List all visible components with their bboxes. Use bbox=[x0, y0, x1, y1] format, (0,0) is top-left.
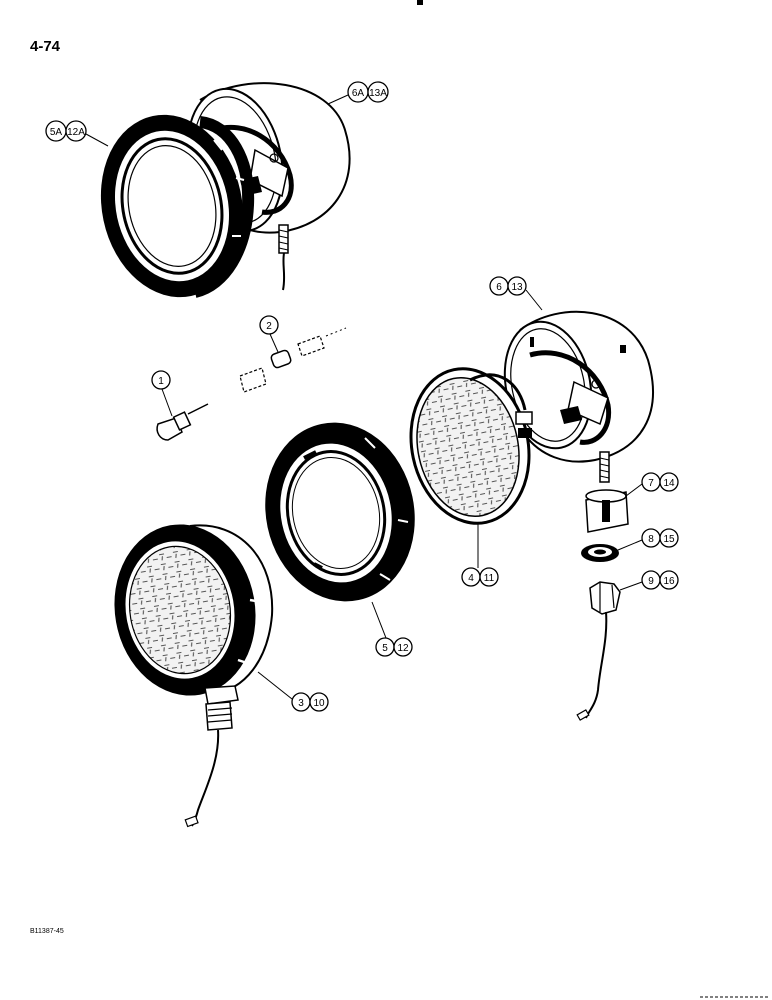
callout-9-16: 9 16 bbox=[619, 570, 679, 591]
callout-4-11: 4 11 bbox=[461, 522, 499, 587]
callout-label: 16 bbox=[663, 576, 675, 587]
callout-label: 6 bbox=[496, 282, 502, 293]
callout-label: 10 bbox=[313, 698, 325, 709]
callout-label: 3 bbox=[298, 698, 304, 709]
callout-label: 15 bbox=[663, 534, 675, 545]
bezel-ring-upper bbox=[100, 114, 255, 298]
callout-label: 6A bbox=[352, 88, 365, 99]
mounting-nut bbox=[585, 489, 629, 533]
callout-7-14: 7 14 bbox=[625, 472, 679, 497]
hex-nut-wire bbox=[576, 581, 621, 721]
socket-connector bbox=[239, 327, 347, 393]
callout-1: 1 bbox=[151, 370, 173, 417]
callout-2: 2 bbox=[259, 315, 279, 353]
callout-label: 13A bbox=[369, 88, 387, 99]
callout-8-15: 8 15 bbox=[617, 528, 679, 551]
top-edge-mark bbox=[417, 0, 423, 5]
callout-label: 12 bbox=[397, 643, 409, 654]
sealed-beam-lamp bbox=[409, 367, 533, 525]
callout-label: 14 bbox=[663, 478, 675, 489]
callout-label: 2 bbox=[266, 321, 272, 332]
callout-label: 11 bbox=[484, 573, 495, 584]
rear-housing-lower bbox=[503, 310, 654, 483]
callout-label: 5A bbox=[50, 127, 63, 138]
bezel-ring-lower bbox=[265, 422, 415, 602]
callout-label: 5 bbox=[382, 643, 388, 654]
callout-label: 12A bbox=[67, 127, 85, 138]
callout-label: 4 bbox=[468, 573, 474, 584]
callout-6a-13a: 6A 13A bbox=[327, 81, 389, 105]
callout-label: 13 bbox=[511, 282, 523, 293]
bulb bbox=[156, 403, 209, 441]
page-number: 4-74 bbox=[30, 38, 61, 55]
assembled-lamp bbox=[114, 524, 274, 828]
lock-washer bbox=[581, 544, 619, 562]
callout-5a-12a: 5A 12A bbox=[45, 120, 109, 147]
callout-6-13: 6 13 bbox=[489, 276, 543, 311]
callout-3-10: 3 10 bbox=[257, 671, 329, 712]
callout-label: 9 bbox=[648, 576, 654, 587]
figure-code: B11387-45 bbox=[30, 928, 64, 935]
callout-5-12: 5 12 bbox=[371, 601, 413, 657]
callout-label: 8 bbox=[648, 534, 654, 545]
callout-label: 7 bbox=[648, 478, 654, 489]
callout-label: 1 bbox=[158, 376, 164, 387]
